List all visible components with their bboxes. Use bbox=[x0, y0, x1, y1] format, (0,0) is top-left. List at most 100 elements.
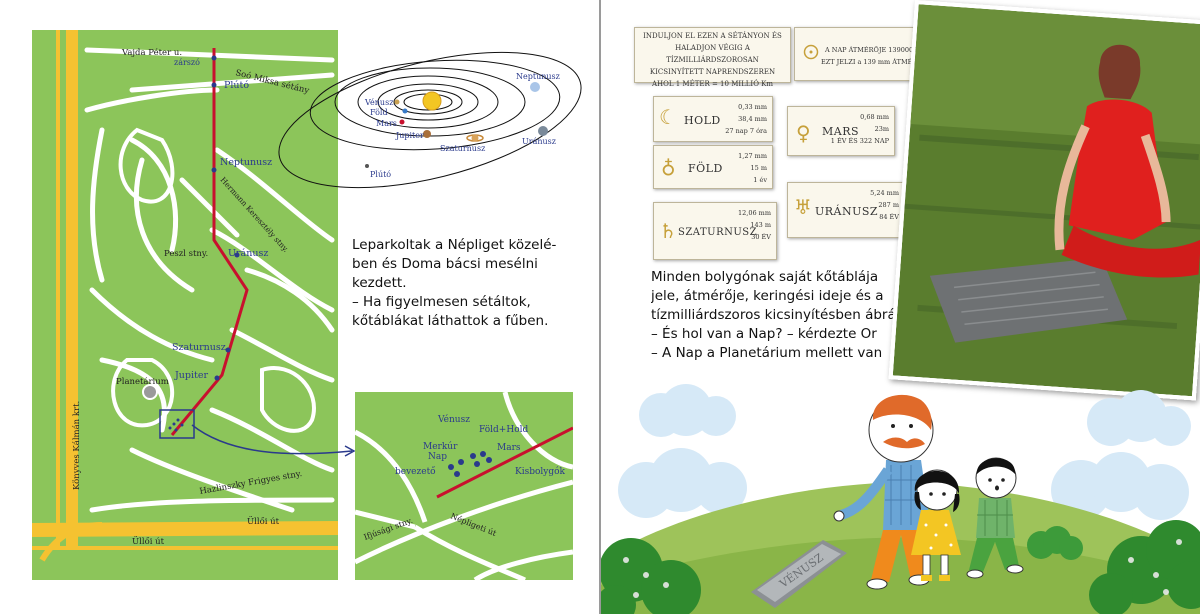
label-pluto: Plútó bbox=[224, 80, 249, 91]
plaque-hold-d1: 0,33 mm bbox=[738, 103, 767, 111]
uranus-symbol-icon: ♅ bbox=[794, 195, 812, 219]
plaque-intro: INDULJON EL EZEN A SÉTÁNYON ÉS HALADJON … bbox=[634, 27, 791, 88]
label-zarszo: zárszó bbox=[174, 58, 200, 67]
label-jupiter: Jupiter bbox=[174, 370, 208, 381]
label-szaturnusz: Szaturnusz bbox=[172, 342, 226, 353]
label-planetarium: Planetárium bbox=[116, 376, 169, 387]
bush-small bbox=[1027, 526, 1083, 560]
story-right-line: – És hol van a Nap? – kérdezte Or bbox=[651, 326, 877, 342]
orbit-label-mars: Mars bbox=[376, 119, 397, 128]
inset-map-bg bbox=[355, 392, 573, 580]
plaque-hold-d3: 27 nap 7 óra bbox=[725, 127, 767, 135]
plaque-uranusz-d3: 84 ÉV bbox=[879, 213, 899, 221]
road-junction bbox=[39, 522, 103, 562]
plaque-mars-data: 0,68 mm 23m 1 ÉV ÉS 322 NAP bbox=[831, 111, 889, 147]
inset-label-kisbolygok: Kisbolygók bbox=[515, 466, 566, 477]
moon-symbol-icon: ☾ bbox=[659, 105, 677, 129]
plaque-uranusz-data: 5,24 mm 287 m 84 ÉV bbox=[870, 187, 899, 223]
plaque-szaturnusz-d1: 12,06 mm bbox=[737, 209, 771, 217]
inset-label-venusz: Vénusz bbox=[437, 414, 470, 425]
label-ulloi-bottom: Üllői út bbox=[132, 535, 165, 547]
plaque-mars-d3: 1 ÉV ÉS 322 NAP bbox=[830, 137, 889, 145]
photo-woman-dress bbox=[1068, 99, 1167, 240]
neptune-dot bbox=[530, 82, 540, 92]
park-map: Vajda Péter u. Soó Miksa sétány Hermann … bbox=[32, 30, 338, 580]
character-girl bbox=[911, 469, 961, 581]
planetarium-marker bbox=[142, 384, 158, 400]
story-right-line: tízmilliárdszoros kicsinyítésben ábrá bbox=[651, 307, 896, 323]
inset-label-bevezeto: bevezető bbox=[395, 466, 436, 477]
sun-symbol-icon bbox=[803, 44, 819, 60]
plaque-mars-d2: 23m bbox=[874, 125, 889, 133]
plaque-fold-d3: 1 év bbox=[753, 176, 767, 184]
left-page: Vajda Péter u. Soó Miksa sétány Hermann … bbox=[0, 0, 599, 614]
park-map-svg: Vajda Péter u. Soó Miksa sétány Hermann … bbox=[32, 30, 338, 562]
story-text-left: Leparkoltak a Népliget közelé- ben és Do… bbox=[352, 236, 572, 331]
orbit-label-venusz: Vénusz bbox=[364, 98, 393, 107]
foreground-bush-right bbox=[1089, 520, 1200, 614]
label-peszl: Peszl stny. bbox=[164, 249, 208, 259]
right-page: INDULJON EL EZEN A SÉTÁNYON ÉS HALADJON … bbox=[601, 0, 1200, 614]
label-uranusz: Uránusz bbox=[228, 248, 268, 259]
plaque-mars-d1: 0,68 mm bbox=[860, 113, 889, 121]
plaque-szaturnusz-name: SZATURNUSZ bbox=[678, 227, 758, 238]
story-right-line: Minden bolygónak saját kőtáblája bbox=[651, 269, 879, 285]
orbit-label-fold: Föld bbox=[370, 108, 388, 117]
orbit-label-jupiter: Jupiter bbox=[395, 131, 424, 140]
plaque-hold-data: 0,33 mm 38,4 mm 27 nap 7 óra bbox=[725, 101, 767, 137]
story-left-line: ben és Doma bácsi mesélni bbox=[352, 256, 538, 272]
venus-symbol-icon: ♀ bbox=[796, 121, 811, 145]
page-gutter bbox=[599, 0, 601, 614]
earth-symbol-icon: ♁ bbox=[661, 154, 676, 178]
inset-connector-arrow bbox=[191, 424, 356, 457]
plaque-uranusz-d2: 287 m bbox=[878, 201, 899, 209]
story-right-line: jele, átmérője, keringési ideje és a bbox=[651, 288, 884, 304]
plaque-hold-d2: 38,4 mm bbox=[738, 115, 767, 123]
inset-paths bbox=[355, 392, 573, 580]
plaque-uranusz-name: URÁNUSZ bbox=[815, 205, 879, 218]
inset-label-merkur: Merkúr bbox=[423, 441, 458, 452]
story-left-line: Leparkoltak a Népliget közelé- bbox=[352, 237, 557, 253]
pluto-dot bbox=[365, 164, 369, 168]
background-bushes-mid bbox=[618, 448, 1189, 520]
orbit-diagram: Neptunusz Vénusz Föld Mars Jupiter Szatu… bbox=[278, 51, 582, 189]
plaque-intro-line: INDULJON EL EZEN A SÉTÁNYON ÉS bbox=[643, 32, 782, 40]
story-left-line: kőtáblákat láthattok a fűben. bbox=[352, 313, 549, 329]
plaque-hold-name: HOLD bbox=[684, 114, 721, 127]
plaque-fold-d2: 15 m bbox=[750, 164, 767, 172]
plaque-szaturnusz: ♄ SZATURNUSZ 12,06 mm 143 m 30 ÉV bbox=[653, 202, 777, 260]
label-neptunusz: Neptunusz bbox=[220, 157, 272, 168]
park-loops bbox=[111, 127, 316, 433]
background-bushes bbox=[639, 384, 1191, 446]
orbit-rings bbox=[278, 51, 582, 189]
venus-dot bbox=[394, 99, 400, 105]
plaque-fold-d1: 1,27 mm bbox=[738, 152, 767, 160]
inset-route bbox=[436, 426, 573, 499]
planet-markers bbox=[211, 55, 240, 381]
plaque-intro-line: KICSINYÍTETT NAPRENDSZEREN bbox=[649, 68, 776, 76]
inset-label-fold-hold: Föld+Hold bbox=[479, 425, 528, 435]
planet-route bbox=[170, 48, 249, 436]
illustration-scene: VÉNUSZ bbox=[601, 384, 1200, 614]
uranus-dot bbox=[538, 126, 548, 136]
plaque-szaturnusz-d2: 143 m bbox=[750, 221, 771, 229]
story-left-line: – Ha figyelmesen sétáltok, bbox=[352, 294, 531, 310]
plaque-sun-line2: EZT JELZI a 139 mm ÁTMÉRŐJŰ KÖR bbox=[821, 58, 948, 66]
story-right-line: – A Nap a Planetárium mellett van bbox=[651, 345, 883, 361]
inset-frame bbox=[159, 409, 195, 439]
mars-dot bbox=[399, 119, 405, 125]
photo-woman-grass-plaque bbox=[888, 0, 1200, 401]
label-vajda: Vajda Péter u. bbox=[121, 47, 182, 58]
orbit-label-uranusz: Uránusz bbox=[522, 137, 556, 146]
plaque-szaturnusz-d3: 30 ÉV bbox=[751, 233, 771, 241]
photo-stone-plaque bbox=[929, 257, 1128, 343]
orbit-label-neptunusz: Neptunusz bbox=[516, 72, 560, 81]
plaque-sun-line1: A NAP ÁTMÉRŐJE 1390000 Km bbox=[825, 46, 931, 54]
plaque-uranusz: ♅ URÁNUSZ 5,24 mm 287 m 84 ÉV bbox=[787, 182, 905, 238]
label-ulloi-top: Üllői út bbox=[247, 515, 280, 527]
plaque-intro-line: AHOL 1 MÉTER = 10 MILLIÓ Km bbox=[651, 80, 774, 88]
inset-map: Vénusz Merkúr Föld+Hold Nap Mars Kisboly… bbox=[355, 392, 573, 580]
plaque-szaturnusz-data: 12,06 mm 143 m 30 ÉV bbox=[738, 207, 771, 243]
photo-drawing bbox=[892, 4, 1200, 397]
character-boy bbox=[966, 457, 1024, 579]
